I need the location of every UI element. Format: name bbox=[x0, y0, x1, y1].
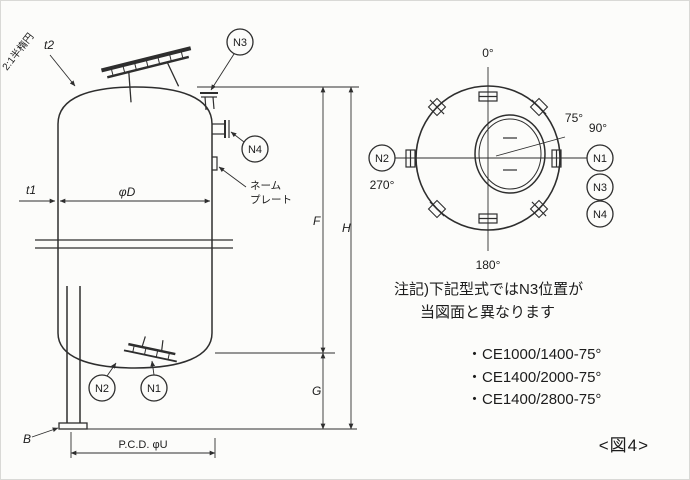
t1-label: t1 bbox=[26, 183, 36, 197]
leader-lines bbox=[31, 53, 247, 438]
extension-lines bbox=[70, 86, 359, 458]
body-flange-lines bbox=[35, 239, 233, 249]
figure-number-label: <図4> bbox=[599, 436, 649, 455]
balloon-n1: N1 bbox=[140, 374, 168, 402]
vessel-outline bbox=[57, 86, 213, 369]
balloon-n4-top: N4 bbox=[586, 200, 614, 228]
nameplate-label-1: ネーム bbox=[250, 180, 281, 192]
model-item: ・CE1400/2800-75° bbox=[467, 391, 601, 408]
balloon-n1-top-label: N1 bbox=[593, 153, 607, 165]
balloon-n4-top-label: N4 bbox=[593, 209, 607, 221]
dim-b-label: B bbox=[23, 432, 31, 446]
note-line-1: 注記)下記型式ではN3位置が bbox=[394, 281, 583, 298]
dim-t2 bbox=[49, 54, 76, 87]
notes-block: 注記)下記型式ではN3位置が 当図面と異なります ・CE1000/1400-75… bbox=[394, 281, 649, 455]
nameplate-bracket bbox=[212, 156, 218, 171]
balloon-n4: N4 bbox=[241, 135, 269, 163]
angle-0-label: 0° bbox=[482, 46, 494, 60]
balloon-n3-label: N3 bbox=[233, 37, 247, 49]
balloon-n4-label: N4 bbox=[248, 144, 262, 156]
dim-f-label: F bbox=[313, 214, 321, 228]
balloon-n2-label: N2 bbox=[95, 383, 109, 395]
manhole-flange bbox=[100, 46, 192, 103]
pcd-label: P.C.D. φU bbox=[118, 439, 167, 451]
balloon-n1-top: N1 bbox=[586, 144, 614, 172]
angle-270-label: 270° bbox=[370, 178, 395, 192]
support-leg bbox=[58, 286, 88, 430]
nameplate-label-2: プレート bbox=[250, 194, 292, 206]
manhole-top bbox=[474, 114, 546, 194]
note-line-2: 当図面と異なります bbox=[420, 304, 555, 321]
head-type-note: 2:1半楕円 bbox=[1, 30, 36, 73]
balloon-n1-label: N1 bbox=[147, 383, 161, 395]
model-item: ・CE1000/1400-75° bbox=[467, 346, 601, 363]
t2-label: t2 bbox=[44, 38, 54, 52]
axis-lines bbox=[395, 67, 587, 251]
corner-lug bbox=[529, 97, 549, 117]
angle-90-label: 90° bbox=[589, 121, 607, 135]
side-view: N3 N4 N2 N1 t2 2:1半楕円 t1 φD ネーム プレート F H… bbox=[1, 28, 359, 458]
dim-h-label: H bbox=[342, 221, 351, 235]
angle-180-label: 180° bbox=[476, 258, 501, 272]
balloon-n2-top-label: N2 bbox=[375, 153, 389, 165]
nozzle-n4-stub bbox=[212, 120, 230, 138]
corner-lug bbox=[427, 97, 447, 117]
balloon-n3: N3 bbox=[226, 28, 254, 56]
angle-75-label: 75° bbox=[565, 111, 583, 125]
nozzle-n3-stub bbox=[200, 92, 218, 111]
dim-g-label: G bbox=[312, 384, 321, 398]
axis-flange-symbols bbox=[405, 91, 562, 224]
bottom-nozzle-flange bbox=[123, 336, 177, 363]
corner-lug bbox=[529, 199, 549, 219]
balloon-n2-top: N2 bbox=[368, 144, 396, 172]
balloon-n2: N2 bbox=[88, 374, 116, 402]
model-item: ・CE1400/2000-75° bbox=[467, 369, 601, 386]
diameter-label: φD bbox=[119, 185, 136, 199]
balloon-n3-top-label: N3 bbox=[593, 182, 607, 194]
corner-lug bbox=[427, 199, 447, 219]
top-view: 0° 75° 90° 180° 270° N2 N1 N3 N4 bbox=[368, 46, 614, 272]
balloon-n3-top: N3 bbox=[586, 173, 614, 201]
